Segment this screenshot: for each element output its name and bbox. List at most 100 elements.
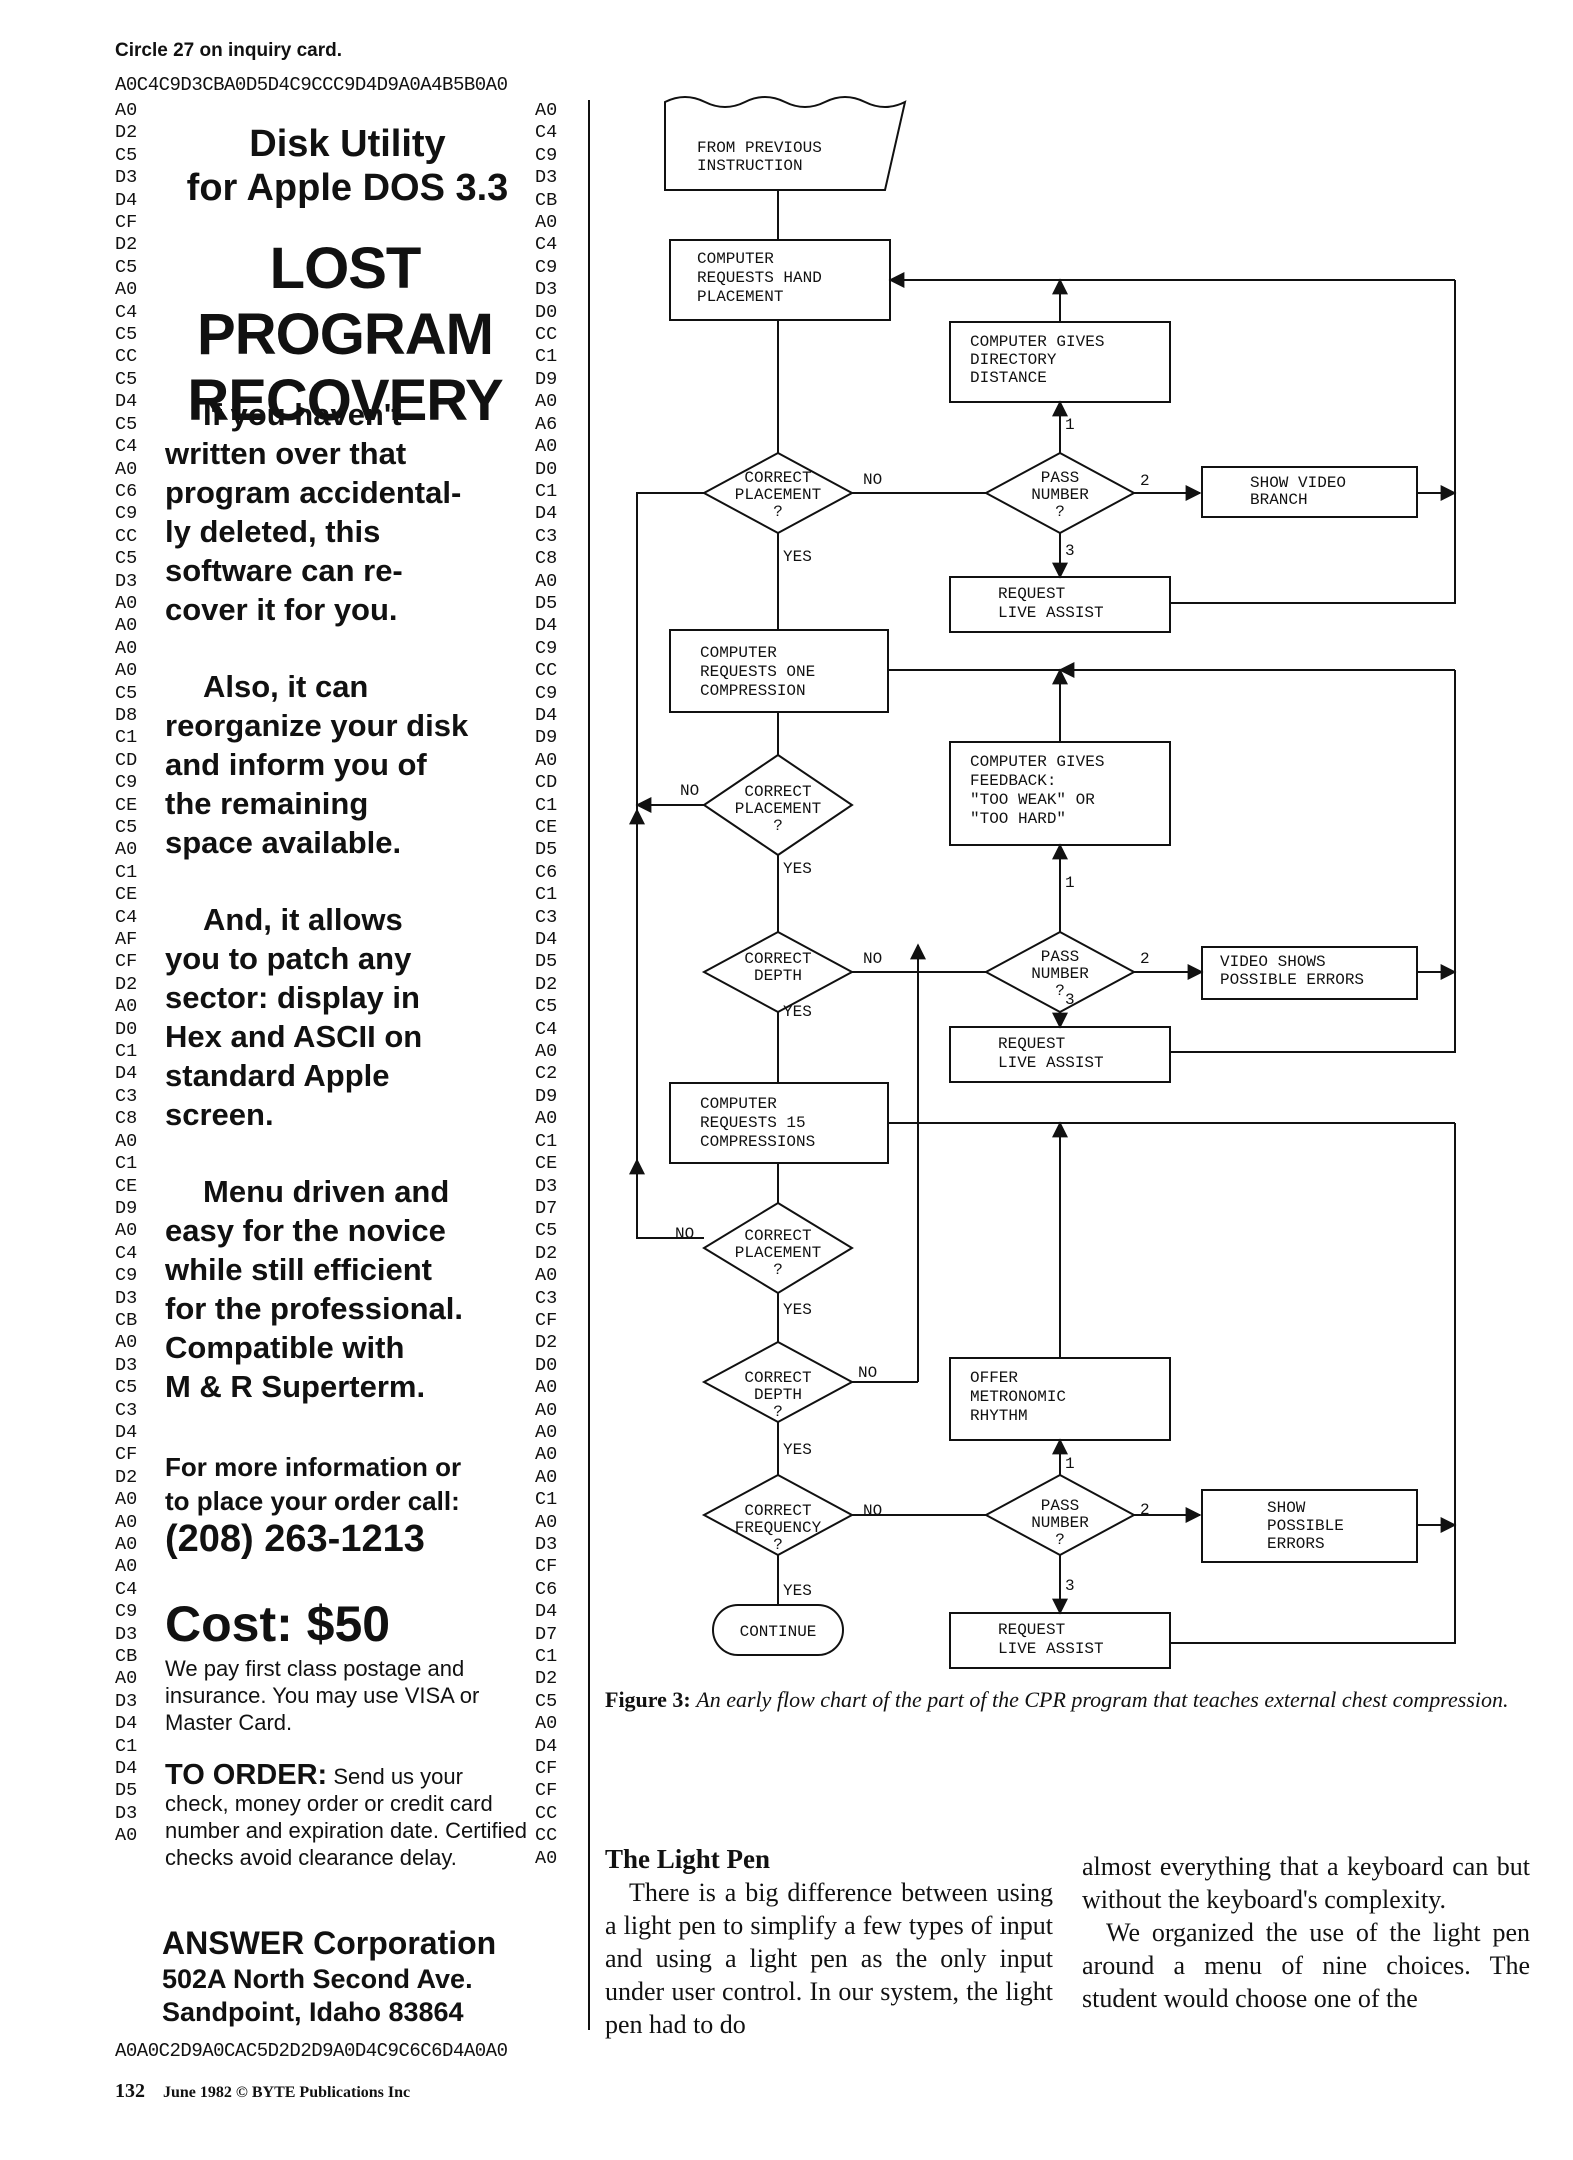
label-gives-directory-3: DISTANCE <box>970 369 1047 387</box>
page-number: 132 <box>115 2080 145 2102</box>
caption-text: An early flow chart of the part of the C… <box>696 1687 1509 1712</box>
figure-caption: Figure 3: An early flow chart of the par… <box>605 1685 1535 1715</box>
label-no-2: NO <box>680 782 699 800</box>
ad-company: ANSWER Corporation <box>162 1925 497 1961</box>
para2-line: reorganize your disk <box>165 708 469 743</box>
label-frequency-a: CORRECT <box>744 1502 811 1520</box>
label-video-errors-2: POSSIBLE ERRORS <box>1220 971 1364 989</box>
label-live-assist-3b: LIVE ASSIST <box>998 1640 1104 1658</box>
label-placement-3a: CORRECT <box>744 1227 811 1245</box>
para2-line: space available. <box>165 825 402 860</box>
order-text: Send us your check, money order or credi… <box>165 1764 527 1870</box>
label-placement-3c: ? <box>773 1261 783 1279</box>
para3-line: standard Apple <box>165 1058 390 1093</box>
label-yes-4: YES <box>783 1301 812 1319</box>
para1-line: If you haven't <box>203 397 402 432</box>
ad-headline: LOST PROGRAM RECOVERY <box>155 236 535 434</box>
ad-title-line-2: for Apple DOS 3.3 <box>186 167 509 209</box>
label-n2-b: 2 <box>1140 950 1150 968</box>
label-gives-directory-1: COMPUTER GIVES <box>970 333 1104 351</box>
label-no-6: NO <box>863 1502 882 1520</box>
hex-border-bottom: A0A0C2D9A0CAC5D2D2D9A0D4C9C6C6D4A0A0 <box>115 2040 508 2062</box>
label-show-errors-3: ERRORS <box>1267 1535 1325 1553</box>
flowchart-svg: FROM PREVIOUS INSTRUCTION COMPUTER REQUE… <box>629 96 1457 1669</box>
label-continue: CONTINUE <box>740 1623 817 1641</box>
label-pass-2a: PASS <box>1041 948 1079 966</box>
para1-line: ly deleted, this <box>165 514 381 549</box>
label-depth-1b: DEPTH <box>754 967 802 985</box>
hex-border-top: A0C4C9D3CBA0D5D4C9CCC9D4D9A0A4B5B0A0 <box>115 74 508 96</box>
box-live-assist-3 <box>949 1612 1171 1669</box>
label-req-hand-3: PLACEMENT <box>697 288 783 306</box>
para3-line: And, it allows <box>203 902 403 937</box>
order-label: TO ORDER: <box>165 1759 328 1791</box>
label-show-video-1: SHOW VIDEO <box>1250 474 1346 492</box>
label-pass-1a: PASS <box>1041 469 1079 487</box>
label-placement-1a: CORRECT <box>744 469 811 487</box>
label-n1-a: 1 <box>1065 416 1075 434</box>
label-live-assist-1a: REQUEST <box>998 585 1065 603</box>
article-col2-p2: We organized the use of the light pen ar… <box>1082 1918 1530 2013</box>
label-pass-2c: ? <box>1055 982 1065 1000</box>
ad-phone: (208) 263-1213 <box>165 1518 425 1560</box>
label-req-15-3: COMPRESSIONS <box>700 1133 815 1151</box>
label-req-one-1: COMPUTER <box>700 644 777 662</box>
label-gives-directory-2: DIRECTORY <box>970 351 1057 369</box>
more-info-line-2: to place your order call: <box>165 1486 460 1516</box>
label-depth-2c: ? <box>773 1403 783 1421</box>
para1-line: cover it for you. <box>165 592 398 627</box>
label-pass-3b: NUMBER <box>1031 1514 1089 1532</box>
article-col1-text: There is a big difference between using … <box>605 1878 1053 2039</box>
label-req-15-1: COMPUTER <box>700 1095 777 1113</box>
label-yes-1: YES <box>783 548 812 566</box>
label-n3-b: 3 <box>1065 991 1075 1009</box>
label-show-errors-1: SHOW <box>1267 1499 1306 1517</box>
label-feedback-1: COMPUTER GIVES <box>970 753 1104 771</box>
label-placement-1b: PLACEMENT <box>735 486 821 504</box>
para1-line: program accidental- <box>165 475 462 510</box>
column-divider <box>588 100 590 2030</box>
label-req-one-3: COMPRESSION <box>700 682 806 700</box>
label-show-video-2: BRANCH <box>1250 491 1308 509</box>
ad-order: TO ORDER: Send us your check, money orde… <box>165 1759 530 1871</box>
label-placement-2c: ? <box>773 817 783 835</box>
para4-line: Compatible with <box>165 1330 405 1365</box>
ad-address-2: Sandpoint, Idaho 83864 <box>162 1997 464 2027</box>
label-frequency-b: FREQUENCY <box>735 1519 822 1537</box>
label-pass-2b: NUMBER <box>1031 965 1089 983</box>
label-from-previous-1: FROM PREVIOUS <box>697 139 822 157</box>
label-placement-2b: PLACEMENT <box>735 800 821 818</box>
para3-line: you to patch any <box>165 941 412 976</box>
box-live-assist-1 <box>949 576 1171 633</box>
box-live-assist-2 <box>949 1026 1171 1083</box>
label-yes-3: YES <box>783 1003 812 1021</box>
label-req-hand-1: COMPUTER <box>697 250 774 268</box>
label-metronomic-2: METRONOMIC <box>970 1388 1066 1406</box>
label-feedback-2: FEEDBACK: <box>970 772 1056 790</box>
label-yes-6: YES <box>783 1582 812 1600</box>
label-pass-1c: ? <box>1055 503 1065 521</box>
label-live-assist-1b: LIVE ASSIST <box>998 604 1104 622</box>
label-depth-1a: CORRECT <box>744 950 811 968</box>
footer-text: June 1982 © BYTE Publications Inc <box>163 2084 411 2101</box>
para3-line: screen. <box>165 1097 274 1132</box>
label-n3-c: 3 <box>1065 1577 1075 1595</box>
caption-label: Figure 3: <box>605 1687 691 1712</box>
label-metronomic-1: OFFER <box>970 1369 1018 1387</box>
ad-title-line-1: Disk Utility <box>249 123 446 165</box>
label-yes-2: YES <box>783 860 812 878</box>
label-feedback-4: "TOO HARD" <box>970 810 1066 828</box>
page-footer: 132 June 1982 © BYTE Publications Inc <box>115 2080 410 2103</box>
para2-line: and inform you of <box>165 747 427 782</box>
label-show-errors-2: POSSIBLE <box>1267 1517 1344 1535</box>
flowchart: FROM PREVIOUS INSTRUCTION COMPUTER REQUE… <box>605 90 1540 1675</box>
inquiry-note: Circle 27 on inquiry card. <box>115 40 343 61</box>
label-n2-a: 2 <box>1140 472 1150 490</box>
label-req-hand-2: REQUESTS HAND <box>697 269 822 287</box>
label-req-one-2: REQUESTS ONE <box>700 663 815 681</box>
hex-border-right: A0 C4 C9 D3 CB A0 C4 C9 D3 D0 CC C1 D9 A… <box>535 100 558 1869</box>
section-heading: The Light Pen <box>605 1844 771 1874</box>
ad-title: Disk Utility for Apple DOS 3.3 <box>160 122 535 210</box>
label-live-assist-3a: REQUEST <box>998 1621 1065 1639</box>
